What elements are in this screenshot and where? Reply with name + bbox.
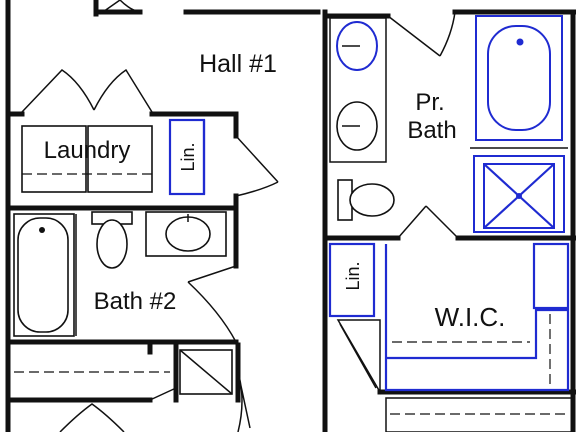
doors [21,0,459,432]
primary-bath-label-line2: Bath [407,117,456,144]
wic-label: W.I.C. [435,302,506,332]
laundry-label: Laundry [44,137,131,164]
bath-2 [13,211,227,337]
bath-2-label: Bath #2 [94,288,177,315]
double-vanity-icon [329,17,387,163]
master-bath [329,15,568,233]
laundry-room [21,118,206,196]
walk-in-closet [328,242,573,432]
master-linen-closet [328,242,376,318]
laundry-linen-label: Lin. [178,142,198,171]
washer-icon [21,125,87,193]
room-labels: Hall #1 Pr. Bath Laundry Lin. Bath #2 Li… [44,50,506,332]
hall-label: Hall #1 [199,50,277,78]
dryer-icon [87,125,153,193]
master-linen-label: Lin. [343,261,363,290]
primary-bath-label-line1: Pr. [415,89,444,116]
walls [5,0,576,432]
lower-closets [14,349,233,395]
sink-icon [165,216,211,252]
